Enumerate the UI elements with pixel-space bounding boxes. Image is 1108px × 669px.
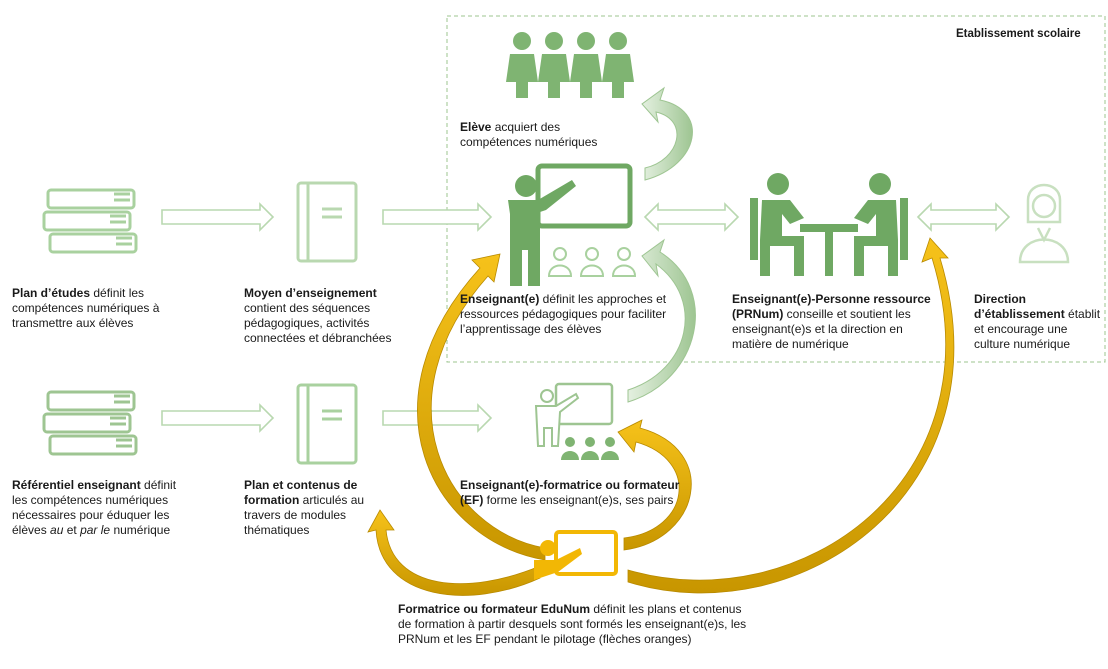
arrow-moyen-to-enseignant <box>382 202 493 232</box>
block-title: Plan d’études <box>12 286 91 300</box>
block-text: et <box>63 523 81 537</box>
block-title: Formatrice ou formateur EduNum <box>398 602 591 616</box>
meeting-table-icon <box>750 173 908 276</box>
block-text: acquiert des compétences numériques <box>460 120 598 149</box>
block-title: Elève <box>460 120 492 134</box>
arrow-edunum-to-plan-formation <box>367 509 541 596</box>
notebook-icon <box>296 181 358 263</box>
block-title: Direction d’établissement <box>974 292 1065 321</box>
books-icon <box>42 390 138 456</box>
block-text: articulés au travers de modules thématiq… <box>244 493 365 537</box>
arrow-edunum-to-prnum <box>627 237 955 594</box>
block-text: définit les compétences numériques à tra… <box>12 286 160 330</box>
director-person-icon <box>1018 183 1070 264</box>
block-text: conseille et soutient les enseignant(e)s… <box>732 307 911 351</box>
trainer-edunum-icon <box>534 530 618 580</box>
notebook-icon <box>296 383 358 465</box>
block-enseignant: Enseignant(e) définit les approches et r… <box>460 292 700 337</box>
block-text: définit les approches et ressources péda… <box>460 292 667 336</box>
block-title: Enseignant(e)-Personne ressource (PRNum) <box>732 292 931 321</box>
arrow-teacher-to-students <box>641 86 693 181</box>
block-title: Plan et contenus de formation <box>244 478 358 507</box>
block-text: définit les plans et contenus de formati… <box>398 602 747 646</box>
block-title: Enseignant(e) <box>460 292 540 306</box>
block-eleve: Elève acquiert des compétences numérique… <box>460 120 630 150</box>
arrow-referentiel-to-plan <box>161 403 275 433</box>
students-group-icon <box>506 32 634 98</box>
arrow-enseignant-prnum <box>643 202 740 232</box>
arrow-prnum-direction <box>916 202 1011 232</box>
arrow-edunum-to-teacher <box>417 253 546 561</box>
arrow-plan-to-moyen <box>161 202 275 232</box>
books-icon <box>42 188 138 254</box>
block-text: numérique <box>110 523 171 537</box>
block-text: contient des séquences pédagogiques, act… <box>244 301 392 345</box>
block-plan-etudes: Plan d’études définit les compétences nu… <box>12 286 172 331</box>
teacher-board-icon <box>508 163 637 286</box>
block-text-italic: au <box>50 523 64 537</box>
block-text: établit et encourage une culture numériq… <box>974 307 1101 351</box>
block-direction: Direction d’établissement établit et enc… <box>974 292 1106 352</box>
arrow-plan-to-ef <box>382 403 493 433</box>
block-moyen: Moyen d’enseignement contient des séquen… <box>244 286 414 346</box>
block-prnum: Enseignant(e)-Personne ressource (PRNum)… <box>732 292 940 352</box>
school-label: Etablissement scolaire <box>956 28 1081 40</box>
block-title: Enseignant(e)-formatrice ou formateur (E… <box>460 478 680 507</box>
arrow-ef-to-teacher <box>627 238 696 403</box>
block-title: Référentiel enseignant <box>12 478 141 492</box>
arrow-edunum-to-ef <box>617 419 692 551</box>
school-frame <box>446 15 1106 363</box>
block-formateur-ef: Enseignant(e)-formatrice ou formateur (E… <box>460 478 700 508</box>
trainer-board-icon <box>534 382 619 460</box>
block-referentiel: Référentiel enseignant définit les compé… <box>12 478 180 538</box>
block-text: forme les enseignant(e)s, ses pairs <box>483 493 674 507</box>
block-text: définit les compétences numériques néces… <box>12 478 177 537</box>
block-title: Moyen d’enseignement <box>244 286 377 300</box>
block-edunum: Formatrice ou formateur EduNum définit l… <box>398 602 758 647</box>
block-text-italic: par le <box>80 523 111 537</box>
block-plan-formation: Plan et contenus de formation articulés … <box>244 478 394 538</box>
